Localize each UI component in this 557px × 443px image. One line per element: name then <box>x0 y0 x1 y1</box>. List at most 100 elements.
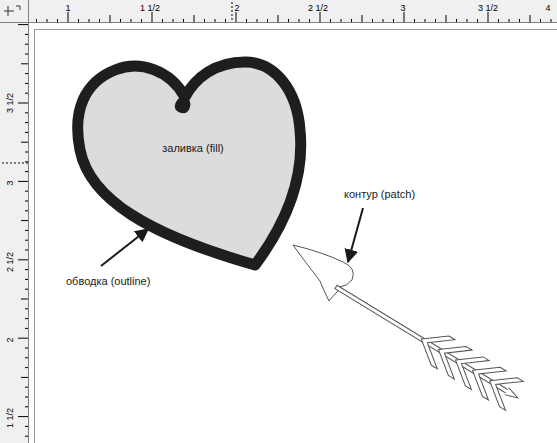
ruler-border <box>0 22 557 23</box>
ruler-number: 2 1/2 <box>5 252 15 272</box>
ruler-tick <box>215 19 216 22</box>
ruler-tick <box>183 19 184 22</box>
heart-outline <box>70 55 310 273</box>
ruler-tick <box>404 12 405 22</box>
ruler-tick <box>551 19 552 22</box>
arrow-fletching <box>412 325 523 411</box>
ruler-tick <box>21 299 28 300</box>
ruler-number: 3 1/2 <box>478 3 498 13</box>
ruler-number: 2 <box>5 337 15 342</box>
cursor-marker <box>2 163 28 164</box>
ruler-tick <box>446 15 447 22</box>
ruler-tick <box>25 367 28 368</box>
arrow-tail <box>505 388 520 402</box>
fill-label: заливка (fill) <box>158 140 228 156</box>
ruler-tick <box>25 318 28 319</box>
ruler-tick <box>78 19 79 22</box>
fletching-chevron <box>430 335 472 379</box>
ruler-tick <box>25 191 28 192</box>
ruler-tick <box>25 397 28 398</box>
ruler-tick <box>25 308 28 309</box>
ruler-tick <box>21 377 28 378</box>
fletching-chevron <box>447 345 489 389</box>
ruler-tick <box>25 161 28 162</box>
ruler-tick <box>21 63 28 64</box>
ruler-tick <box>152 12 153 22</box>
ruler-tick <box>530 15 531 22</box>
ruler-tick <box>25 289 28 290</box>
ruler-tick <box>25 230 28 231</box>
ruler-tick <box>68 12 69 22</box>
ruler-tick <box>372 19 373 22</box>
ruler-tick <box>25 73 28 74</box>
ruler-tick <box>18 259 28 260</box>
ruler-tick <box>225 19 226 22</box>
ruler-tick <box>25 54 28 55</box>
left-ruler <box>0 0 28 443</box>
fletching-chevron <box>412 325 454 369</box>
ruler-tick <box>246 19 247 22</box>
ruler-tick <box>25 426 28 427</box>
cursor-marker <box>232 2 233 22</box>
ruler-tick <box>21 220 28 221</box>
ruler-corner <box>3 3 23 19</box>
ruler-tick <box>236 12 237 22</box>
ruler-number: 2 1/2 <box>308 3 328 13</box>
ruler-tick <box>25 44 28 45</box>
ruler-tick <box>362 15 363 22</box>
ruler-number: 1 1/2 <box>5 408 15 428</box>
ruler-tick <box>18 103 28 104</box>
ruler-tick <box>435 19 436 22</box>
ruler-number: 1 1/2 <box>140 3 160 13</box>
ruler-tick <box>330 19 331 22</box>
arrow-shaft-line <box>335 285 513 396</box>
ruler-tick <box>393 19 394 22</box>
ruler-tick <box>351 19 352 22</box>
ruler-tick <box>110 15 111 22</box>
ruler-tick <box>488 12 489 22</box>
ruler-tick <box>278 15 279 22</box>
ruler-tick <box>25 328 28 329</box>
ruler-tick <box>47 19 48 22</box>
ruler-tick <box>131 19 132 22</box>
ruler-tick <box>25 201 28 202</box>
ruler-number: 3 1/2 <box>5 93 15 113</box>
ruler-tick <box>25 250 28 251</box>
ruler-tick <box>414 19 415 22</box>
ruler-tick <box>25 34 28 35</box>
ruler-tick <box>320 12 321 22</box>
ruler-corner-icon <box>4 6 20 16</box>
fletching-chevron <box>464 356 506 400</box>
ruler-tick <box>25 436 28 437</box>
callout-label: контур (patch) <box>342 188 417 201</box>
ruler-tick <box>18 24 28 25</box>
ruler-tick <box>299 19 300 22</box>
ruler-tick <box>25 112 28 113</box>
ruler-tick <box>309 19 310 22</box>
top-ruler <box>0 0 557 22</box>
ruler-ticks <box>37 12 552 22</box>
leader-arrow <box>348 208 363 262</box>
ruler-tick <box>194 15 195 22</box>
ruler-tick <box>120 19 121 22</box>
ruler-tick <box>25 387 28 388</box>
ruler-tick <box>25 406 28 407</box>
ruler-tick <box>383 19 384 22</box>
ruler-tick <box>257 19 258 22</box>
ruler-tick <box>36 19 37 22</box>
ruler-tick <box>25 210 28 211</box>
ruler-tick <box>204 19 205 22</box>
ruler-tick <box>519 19 520 22</box>
ruler-tick <box>540 19 541 22</box>
arrow-shaft <box>327 272 527 412</box>
ruler-tick <box>288 19 289 22</box>
ruler-tick <box>57 19 58 22</box>
ruler-tick <box>456 19 457 22</box>
ruler-tick <box>18 181 28 182</box>
ruler-tick <box>25 122 28 123</box>
ruler-ticks <box>18 25 28 437</box>
ruler-tick <box>467 19 468 22</box>
ruler-tick <box>509 19 510 22</box>
ruler-tick <box>162 19 163 22</box>
